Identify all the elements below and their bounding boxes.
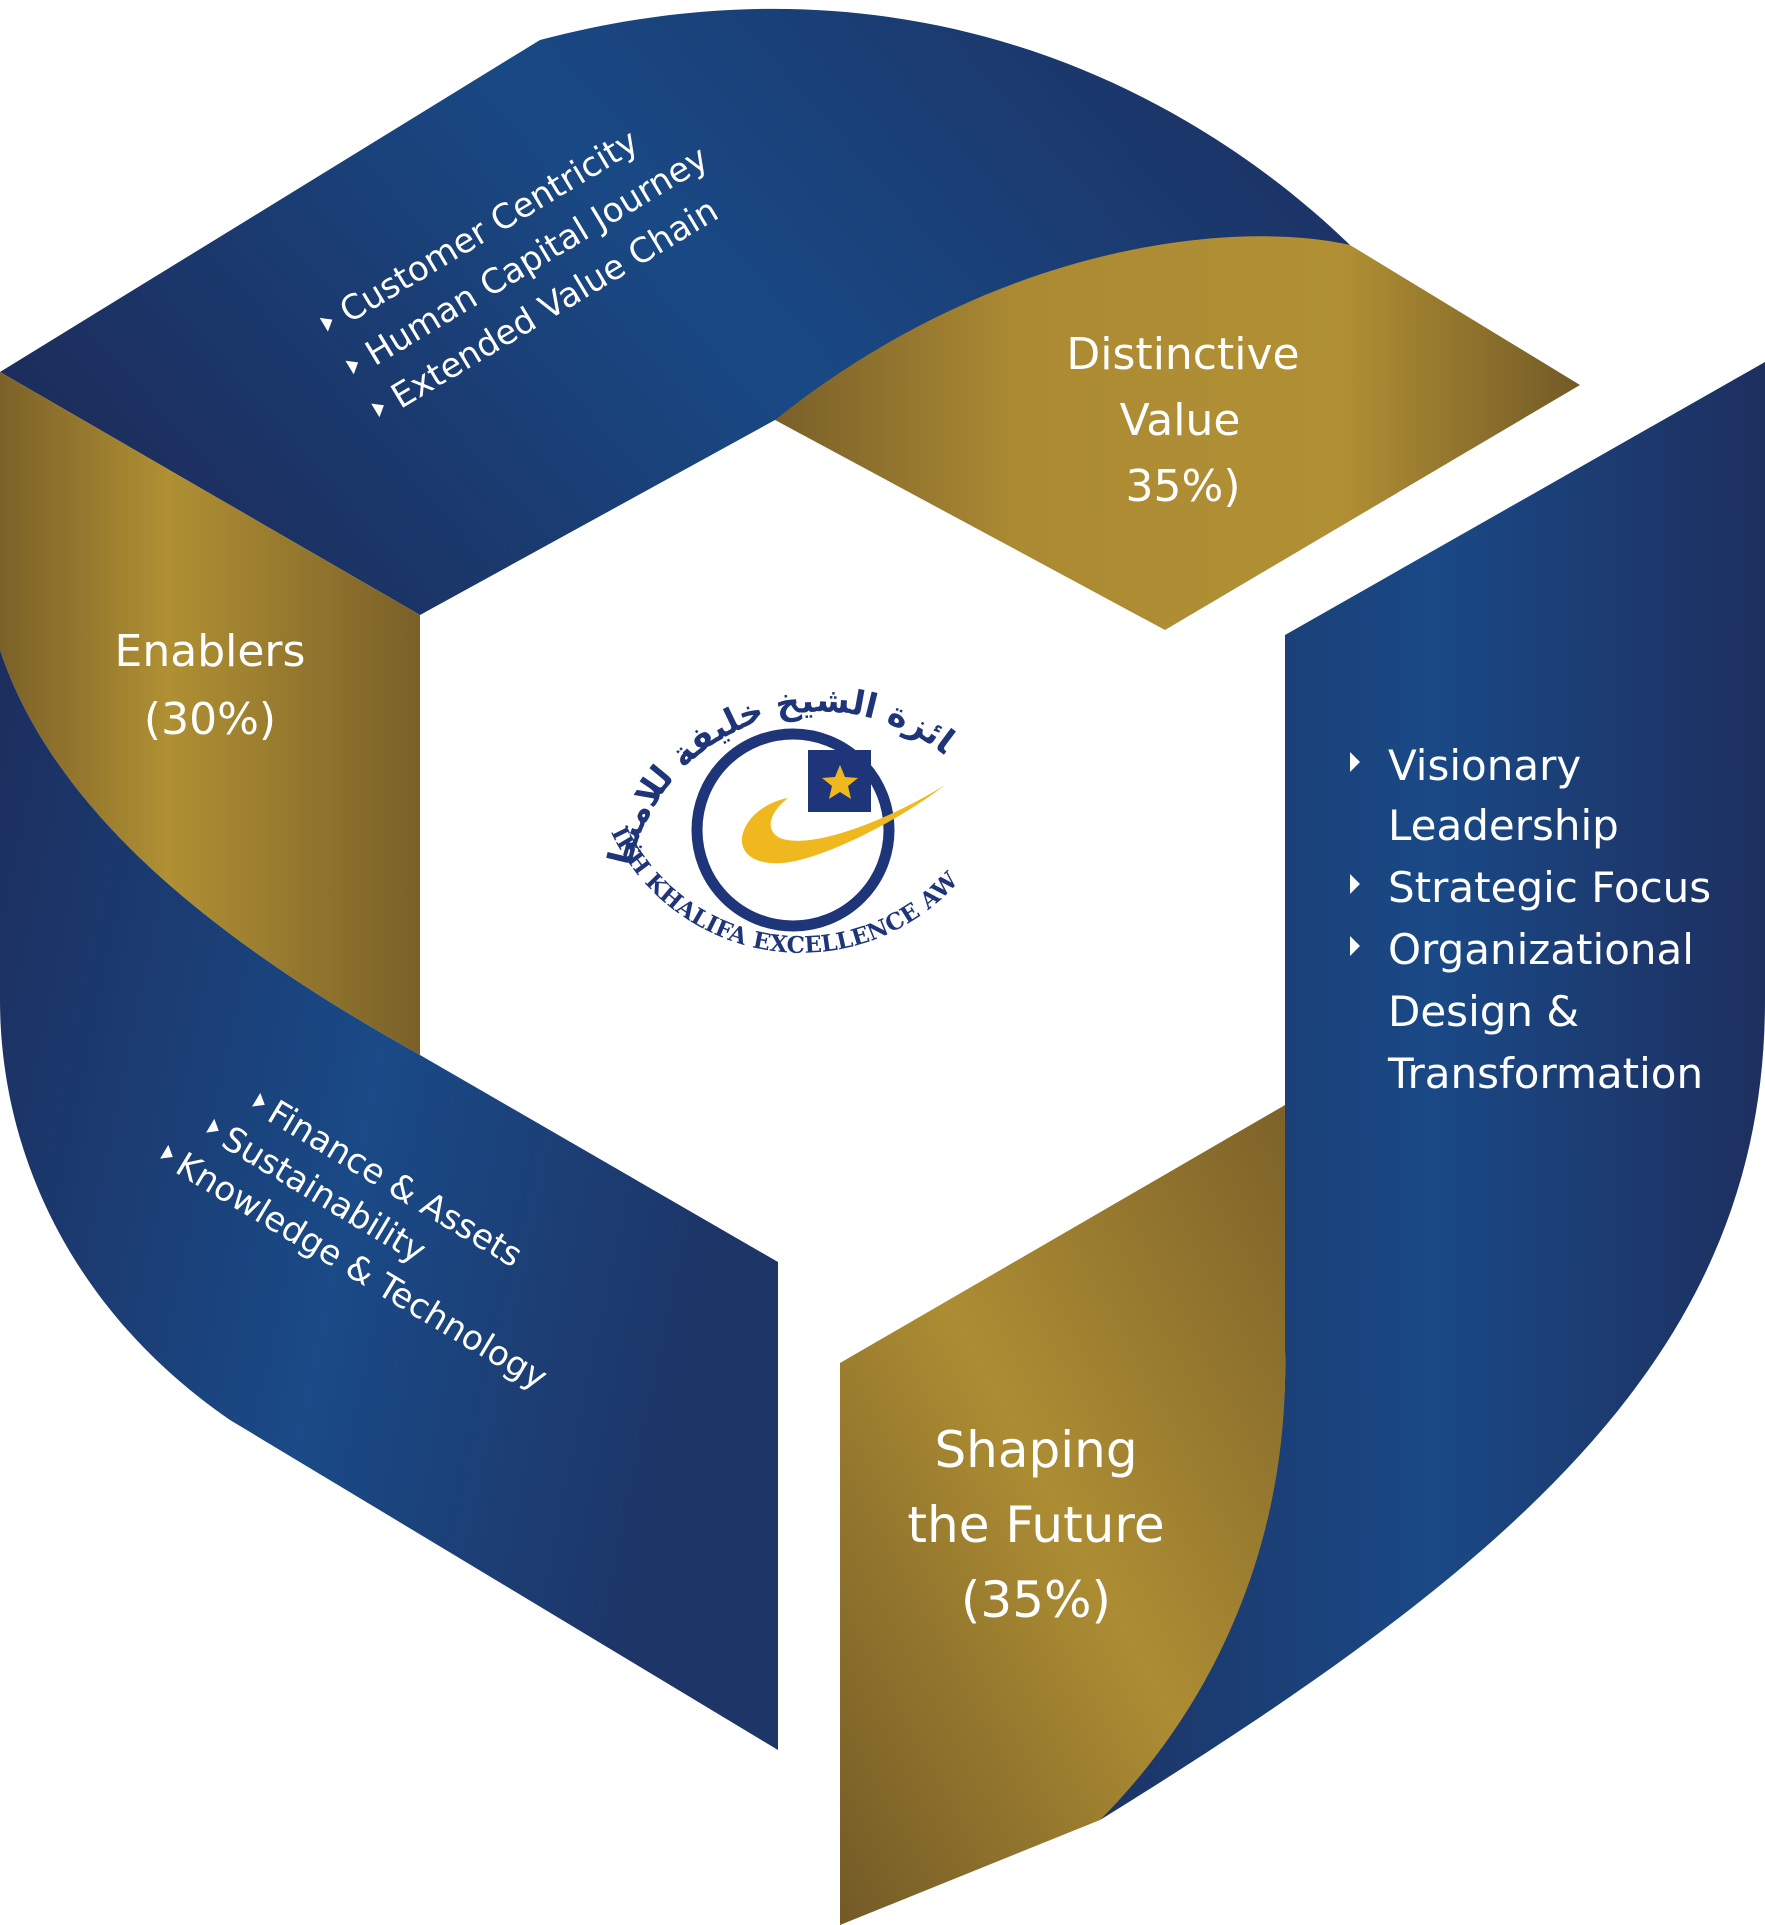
distinctive-value-title-line1: Distinctive: [1066, 329, 1299, 380]
swoosh-icon: [741, 785, 945, 864]
bullet-arrow-icon: [1350, 936, 1360, 956]
right-gold-band: [840, 1105, 1286, 1925]
shaping-future-item-1-line1: Visionary: [1388, 741, 1581, 790]
star-icon: [822, 765, 858, 799]
shaping-future-title-line2: the Future: [907, 1496, 1164, 1554]
shaping-future-item-1-line2: Leadership: [1388, 801, 1619, 850]
left-blue-band: [0, 650, 778, 1750]
enablers-weight: (30%): [144, 694, 276, 745]
bullet-arrow-icon: [345, 360, 359, 375]
shaping-future-item-2: Strategic Focus: [1388, 863, 1711, 912]
bullet-arrow-icon: [160, 1144, 173, 1159]
bullet-arrow-icon: [252, 1092, 265, 1107]
bullet-arrow-icon: [1350, 874, 1360, 894]
shaping-future-title-line1: Shaping: [934, 1421, 1137, 1479]
shaping-future-weight: (35%): [961, 1571, 1111, 1629]
shaping-future-item-3-line3: Transformation: [1387, 1049, 1703, 1098]
distinctive-value-weight: 35%): [1126, 461, 1241, 512]
bullet-arrow-icon: [1350, 752, 1360, 772]
distinctive-value-title-line2: Value: [1120, 395, 1241, 446]
enablers-title: Enablers: [115, 626, 306, 677]
right-blue-band: [1100, 362, 1765, 1820]
top-blue-band: [0, 8, 1350, 616]
shaping-future-item-3-line1: Organizational: [1388, 925, 1694, 974]
bullet-arrow-icon: [319, 317, 333, 332]
shaping-future-item-3-line2: Design &: [1388, 987, 1579, 1036]
left-gold-band: [0, 372, 420, 1055]
shaping-future-items: Visionary Leadership Strategic Focus Org…: [1350, 741, 1711, 1098]
bullet-arrow-icon: [206, 1118, 219, 1133]
top-gold-band: [775, 236, 1580, 630]
bullet-arrow-icon: [371, 403, 384, 418]
